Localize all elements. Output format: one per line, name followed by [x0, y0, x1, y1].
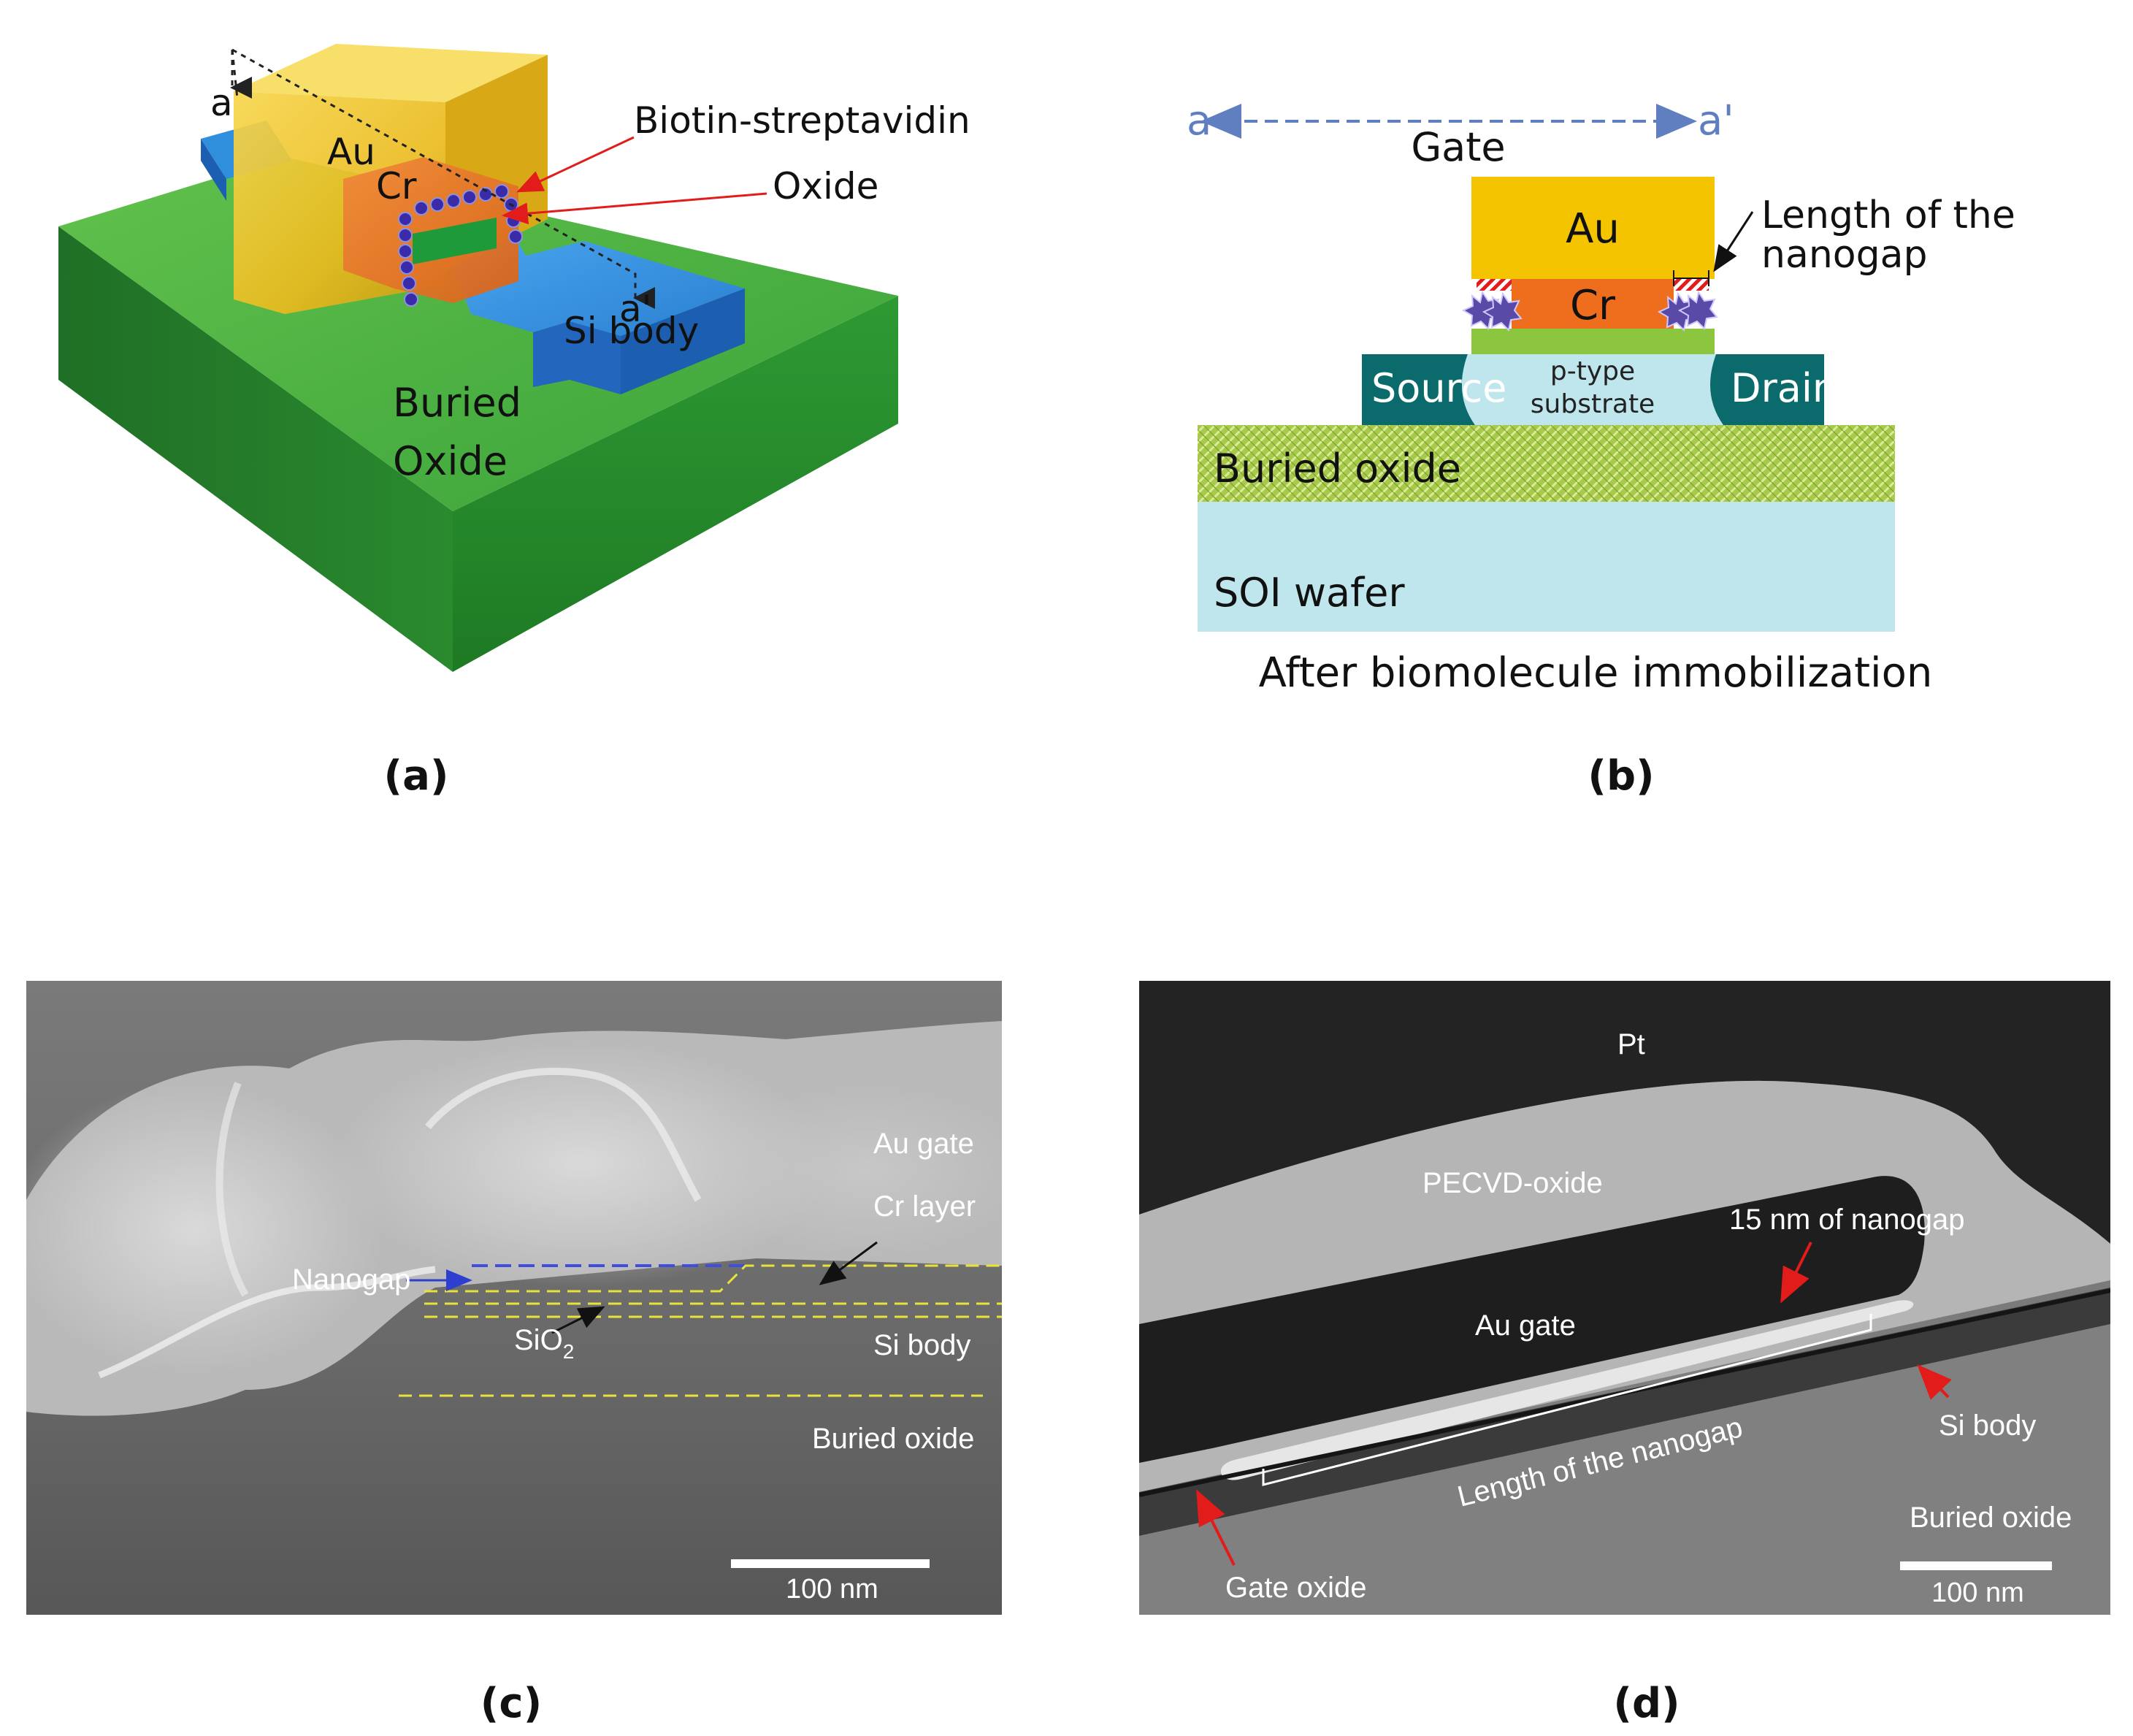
label-buried: Buried [393, 380, 521, 426]
biomolecules-right [1657, 290, 1718, 332]
nanogap-length-bracket [1673, 270, 1709, 286]
label-pt: Pt [1617, 1028, 1645, 1060]
nanogap-bright-strip [1220, 1300, 1914, 1480]
buried-oxide-block-right [453, 296, 898, 672]
oxide-arrow [502, 192, 767, 225]
label-cr: Cr [1570, 282, 1616, 329]
label-sio2-main: SiO [514, 1324, 563, 1356]
label-a-prime: a' [1698, 97, 1734, 145]
nanogap-length-bracket [1262, 1314, 1872, 1486]
label-nanogap: Nanogap [292, 1263, 410, 1296]
label-si-body: Si body [873, 1329, 970, 1361]
caption-d: (d) [1613, 1680, 1680, 1727]
panel-d: Pt PECVD-oxide 15 nm of nanogap Au gate … [1139, 981, 2110, 1615]
label-au: Au [327, 131, 375, 173]
panel-c: Au gate Cr layer Nanogap SiO2 Si body Bu… [26, 981, 1002, 1615]
label-soi-wafer: SOI wafer [1214, 570, 1405, 616]
sem-highlight-ridge [425, 1067, 702, 1202]
pt-layer [1139, 981, 2110, 1244]
nanogap-stripes-left [1477, 279, 1512, 291]
label-au-gate: Au gate [873, 1128, 974, 1160]
source-region [1362, 354, 1475, 425]
soi-wafer-layer [1198, 500, 1895, 632]
label-au-gate: Au gate [1475, 1309, 1576, 1342]
label-after-immobilization: After biomolecule immobilization [1259, 649, 1933, 697]
sem-glow-left [26, 1083, 384, 1375]
scale-bar [1900, 1561, 2052, 1570]
label-drain: Drain [1731, 365, 1837, 411]
biotin-arrow [516, 136, 635, 193]
label-15nm-nanogap: 15 nm of nanogap [1729, 1204, 1964, 1236]
scale-bar [731, 1559, 930, 1568]
label-sio2: SiO2 [514, 1324, 574, 1363]
si-body-right-top [445, 230, 745, 336]
si-body-arrow [1917, 1364, 1952, 1400]
drain-region [1710, 354, 1824, 425]
label-buried-oxide: Buried oxide [1910, 1502, 2072, 1534]
panel-b-cross-section: a a' Gate [1187, 97, 2015, 697]
label-ptype-1: p-type [1550, 356, 1635, 386]
label-buried-oxide: Buried oxide [812, 1423, 974, 1455]
label-cr: Cr [376, 165, 417, 207]
label-a: a [210, 82, 233, 124]
panel-a: a a' Au Cr Biotin-streptavidin Oxide Si … [44, 29, 1022, 701]
biomolecules-left [1461, 290, 1523, 332]
sem-highlight-left [215, 1082, 249, 1297]
gate-oxide-arrow [1196, 1489, 1236, 1566]
label-a: a [1187, 97, 1211, 145]
panel-d-tem-image: Pt PECVD-oxide 15 nm of nanogap Au gate … [1139, 981, 2110, 1615]
label-scale-bar: 100 nm [1931, 1578, 2024, 1608]
label-au: Au [1566, 205, 1620, 253]
panel-b: a a' Gate [1183, 73, 2059, 716]
label-source: Source [1371, 365, 1506, 411]
label-buried-oxide: Buried oxide [1214, 446, 1461, 492]
label-si-body: Si body [1939, 1410, 2036, 1442]
buried-oxide-region [1139, 1324, 2110, 1615]
si-body-right-front [621, 288, 745, 394]
sem-glow-right [698, 1083, 1002, 1258]
si-body-right-side [533, 321, 621, 394]
label-scale-bar: 100 nm [786, 1574, 878, 1605]
oxide-layer [413, 218, 497, 264]
nanogap-length-arrow [1713, 211, 1754, 272]
label-sio2-sub: 2 [563, 1340, 575, 1363]
au-gate-top [234, 44, 548, 102]
label-a-prime: a' [619, 288, 651, 330]
cr-layer [1512, 279, 1674, 329]
sio2-arrow [551, 1306, 605, 1334]
ptype-substrate [1462, 354, 1723, 425]
label-length-2: nanogap [1761, 233, 1927, 277]
caption-b: (b) [1588, 752, 1655, 800]
label-gate-oxide: Gate oxide [1225, 1572, 1366, 1604]
caption-a: (a) [383, 752, 449, 800]
sem-highlight-lower [98, 1266, 436, 1379]
label-gate: Gate [1411, 124, 1505, 170]
label-oxide-2: Oxide [393, 438, 508, 484]
caption-c: (c) [480, 1680, 543, 1727]
label-biotin-streptavidin: Biotin-streptavidin [634, 99, 970, 142]
si-body-band [1139, 1288, 2110, 1536]
label-cr-layer: Cr layer [873, 1190, 976, 1223]
biotin-streptavidin-beads [398, 184, 523, 307]
nanogap-stripes-right [1674, 279, 1709, 291]
panel-c-sem-image: Au gate Cr layer Nanogap SiO2 Si body Bu… [26, 981, 1002, 1615]
au-gate-body [1139, 1176, 1925, 1463]
label-oxide: Oxide [773, 165, 878, 207]
label-pecvd-oxide: PECVD-oxide [1422, 1167, 1603, 1199]
cr-layer-dash [424, 1264, 1002, 1293]
si-body-left-pad-side [201, 139, 226, 201]
cr-layer-arrow [819, 1241, 878, 1285]
buried-oxide-layer [1198, 425, 1895, 502]
au-gate-layer [1471, 177, 1715, 279]
gate-oxide-layer [1471, 329, 1715, 354]
label-ptype-2: substrate [1531, 389, 1655, 419]
label-si-body: Si body [564, 310, 699, 352]
nanogap-15nm-arrow [1780, 1242, 1812, 1304]
panel-a-illustration: a a' Au Cr Biotin-streptavidin Oxide Si … [58, 44, 970, 672]
buried-oxide-block-front [58, 226, 453, 672]
label-length-1: Length of the [1761, 194, 2015, 237]
